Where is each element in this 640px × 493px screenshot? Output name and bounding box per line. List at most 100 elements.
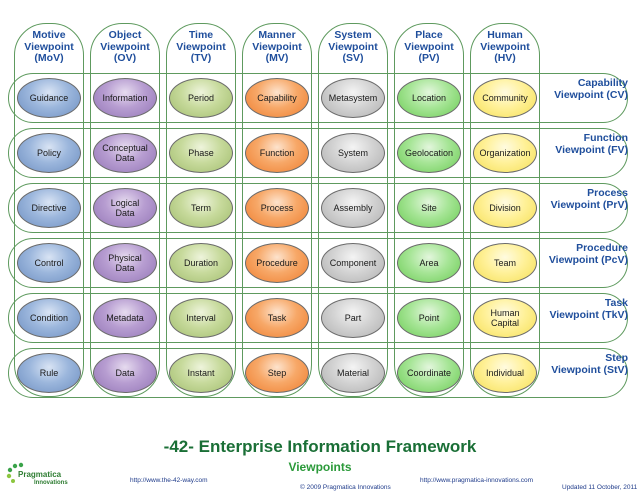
matrix-cell: Metadata [93, 298, 157, 338]
matrix-cell: Function [245, 133, 309, 173]
viewpoint-row [8, 238, 628, 288]
text-line: Viewpoint (StV) [551, 364, 628, 376]
cell-label: Part [345, 313, 362, 323]
text-line: Data [115, 368, 135, 378]
matrix-cell: Organization [473, 133, 537, 173]
text-line: Capability [257, 93, 297, 103]
cell-label: Community [482, 93, 528, 103]
matrix-cell: Component [321, 243, 385, 283]
cell-label: Rule [40, 368, 59, 378]
text-line: Phase [188, 148, 214, 158]
matrix-cell: Policy [17, 133, 81, 173]
framework-title: -42- Enterprise Information Framework [163, 437, 477, 456]
place-viewpoint-column [394, 23, 464, 397]
text-line: Viewpoint (PrV) [550, 199, 628, 211]
text-line: Procedure [256, 258, 298, 268]
text-line: (TV) [190, 52, 212, 64]
text-line: System [337, 148, 368, 158]
text-line: Task [267, 313, 287, 323]
text-line: Area [419, 258, 439, 268]
text-line: Data [115, 263, 135, 273]
text-line: Information [102, 93, 148, 103]
text-line: Interval [186, 313, 216, 323]
matrix-cell: Coordinate [397, 353, 461, 393]
logo-dots-icon [6, 462, 24, 483]
matrix-cell: Task [245, 298, 309, 338]
cell-label: Condition [30, 313, 68, 323]
cell-label: Procedure [256, 258, 298, 268]
cell-label: Step [268, 368, 287, 378]
cell-label: Duration [184, 258, 218, 268]
text-line: Assembly [333, 203, 373, 213]
matrix-cell: Point [397, 298, 461, 338]
text-line: Policy [36, 148, 61, 158]
matrix-cell: Data [93, 353, 157, 393]
matrix-cell: Community [473, 78, 537, 118]
text-line: Geolocation [404, 148, 454, 158]
matrix-cell: Interval [169, 298, 233, 338]
text-line: Team [493, 258, 516, 268]
text-line: (MV) [265, 52, 289, 64]
matrix-cell: System [321, 133, 385, 173]
cell-label: Geolocation [405, 148, 453, 158]
matrix-cell: Step [245, 353, 309, 393]
framework-subtitle: Viewpoints [288, 460, 352, 474]
text-line: Control [34, 258, 64, 268]
cell-label: Interval [186, 313, 216, 323]
text-line: Location [411, 93, 447, 103]
matrix-cell: Control [17, 243, 81, 283]
text-line: Material [336, 368, 369, 378]
footer-url-right[interactable]: http://www.pragmatica-innovations.com [420, 477, 534, 484]
text-line: Viewpoint [480, 40, 530, 53]
cell-label: Area [419, 258, 438, 268]
footer-url-left[interactable]: http://www.the-42-way.com [130, 477, 208, 484]
matrix-cell: Site [397, 188, 461, 228]
cell-label: Process [261, 203, 294, 213]
matrix-cell: Directive [17, 188, 81, 228]
cell-label: Material [337, 368, 369, 378]
matrix-cell: Duration [169, 243, 233, 283]
text-line: Human [487, 29, 523, 41]
cell-label: Function [260, 148, 295, 158]
text-line: Organization [479, 148, 531, 158]
cell-label: Component [330, 258, 377, 268]
object-viewpoint-column [90, 23, 160, 397]
matrix-cell: Instant [169, 353, 233, 393]
cell-label: Location [412, 93, 446, 103]
footer-updated: Updated 11 October, 2011 [562, 484, 638, 491]
text-line: Point [418, 313, 440, 323]
viewpoint-row [8, 73, 628, 123]
text-line: Task [604, 297, 628, 309]
text-line: Function [583, 132, 628, 144]
matrix-cell: Guidance [17, 78, 81, 118]
text-line: System [334, 29, 372, 41]
matrix-cell: Information [93, 78, 157, 118]
cell-label: Coordinate [407, 368, 451, 378]
text-line: Data [115, 208, 135, 218]
text-line: Human [490, 308, 520, 318]
cell-label: Instant [187, 368, 214, 378]
text-line: Community [482, 93, 528, 103]
matrix-cell: Part [321, 298, 385, 338]
text-line: (PV) [418, 52, 440, 64]
matrix-cell: Location [397, 78, 461, 118]
cell-label: Period [188, 93, 214, 103]
text-line: Viewpoint (CV) [554, 89, 628, 101]
matrix-cell: Capability [245, 78, 309, 118]
text-line: Viewpoint [24, 40, 74, 53]
cell-label: Point [419, 313, 440, 323]
matrix-cell: Rule [17, 353, 81, 393]
text-line: Coordinate [406, 368, 452, 378]
matrix-cell: Material [321, 353, 385, 393]
matrix-cell: Division [473, 188, 537, 228]
